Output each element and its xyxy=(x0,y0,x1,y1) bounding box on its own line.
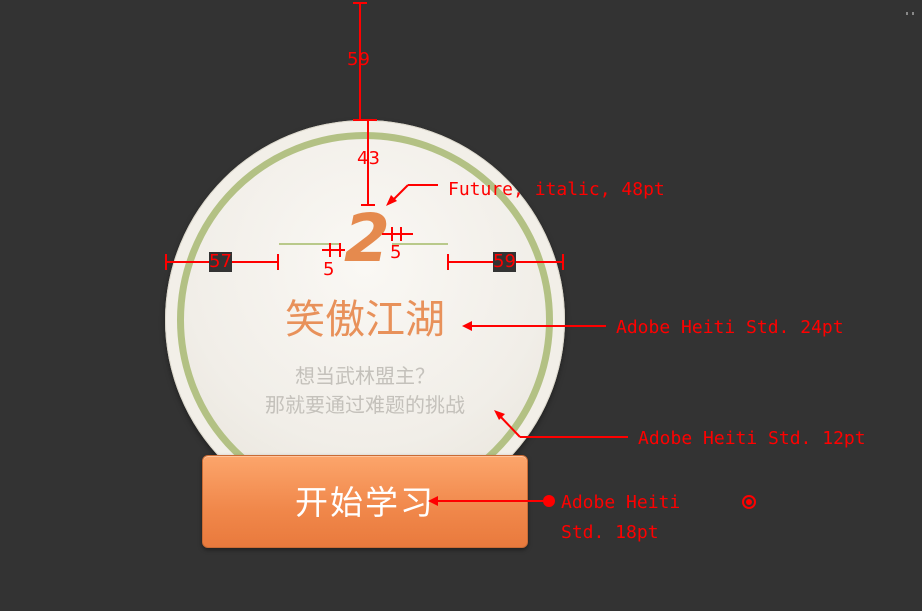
dim-label-top: 59 xyxy=(347,49,370,70)
level-number: 2 xyxy=(344,200,390,277)
level-subtitle: 想当武林盟主？ 那就要通过难题的挑战 xyxy=(230,362,500,420)
font-note-button-line2: Std. 18pt xyxy=(561,522,659,543)
arrowhead-number xyxy=(386,195,397,206)
annotation-dot-button xyxy=(543,495,555,507)
window-corner-mark xyxy=(906,0,918,15)
dim-label-right: 59 xyxy=(493,251,516,272)
font-note-title: Adobe Heiti Std. 24pt xyxy=(616,317,844,338)
decorative-line-left xyxy=(279,243,341,245)
level-globe xyxy=(165,120,565,520)
dim-label-gap-right: 5 xyxy=(390,242,402,263)
annotation-dot-right-center xyxy=(746,499,752,505)
level-title: 笑傲江湖 xyxy=(285,297,445,343)
font-note-button-line1: Adobe Heiti xyxy=(561,492,681,513)
subtitle-line-2: 那就要通过难题的挑战 xyxy=(265,393,465,417)
arrowhead-title xyxy=(462,321,472,331)
font-note-number: Future, italic, 48pt xyxy=(448,179,665,200)
arrowhead-subtitle xyxy=(494,410,505,420)
decorative-line-right xyxy=(392,243,448,245)
dim-label-left: 57 xyxy=(209,251,232,272)
callout-line-subtitle-b xyxy=(497,413,521,438)
dim-label-inner-top: 43 xyxy=(357,148,380,169)
subtitle-line-1: 想当武林盟主？ xyxy=(295,364,435,388)
annotation-dot-right xyxy=(742,495,756,509)
arrowhead-button xyxy=(428,496,438,506)
font-note-subtitle: Adobe Heiti Std. 12pt xyxy=(638,428,866,449)
dim-label-gap-left: 5 xyxy=(323,259,335,280)
globe-ring xyxy=(177,132,553,508)
